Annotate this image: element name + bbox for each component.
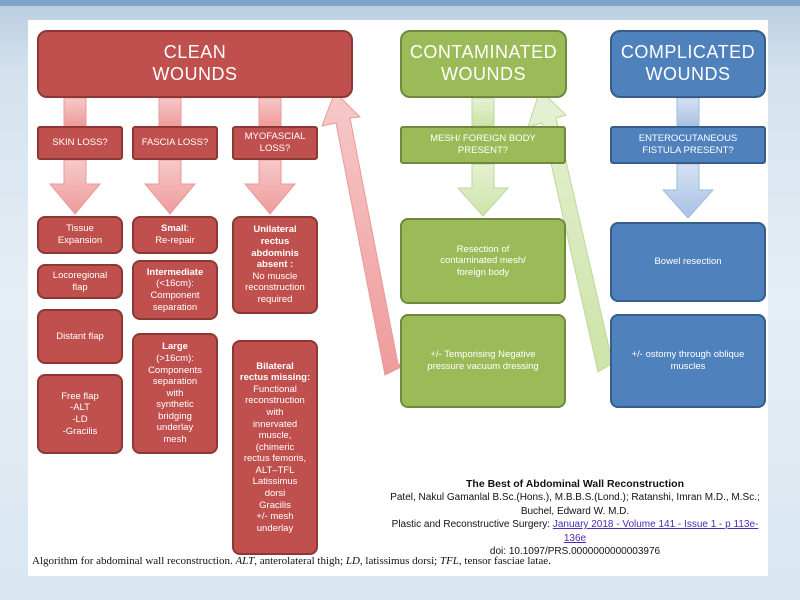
top-strip — [0, 0, 800, 6]
arrow-clean-to-myofascial-loss — [258, 97, 282, 127]
caption-tfl: TFL — [439, 555, 459, 567]
small-detail: : Re-repair — [155, 223, 195, 246]
arrow-clean-to-skin-loss — [63, 97, 87, 127]
large-detail: (>16cm): Components separation with synt… — [148, 352, 202, 446]
fascia-loss-question: FASCIA LOSS? — [132, 126, 218, 160]
arrow-complicated-to-fistula — [676, 97, 700, 127]
large-label: Large — [162, 341, 188, 353]
arrow-fistula-down — [661, 163, 715, 219]
citation-title: The Best of Abdominal Wall Reconstructio… — [466, 478, 684, 490]
temporising-npwt-option: +/- Temporising Negative pressure vacuum… — [400, 314, 566, 408]
caption-lead: Algorithm for abdominal wall reconstruct… — [32, 555, 236, 567]
caption-tfl-def: , tensor fasciae latae. — [458, 555, 551, 567]
arrow-mesh-down — [456, 163, 510, 217]
caption-ld-def: , latissimus dorsi; — [359, 555, 440, 567]
large-fascia-option: Large(>16cm): Components separation with… — [132, 333, 218, 454]
figure-caption: Algorithm for abdominal wall reconstruct… — [32, 555, 551, 567]
bowel-resection-option: Bowel resection — [610, 222, 766, 302]
caption-ld: LD — [345, 555, 360, 567]
clean-wounds-header: CLEAN WOUNDS — [37, 30, 353, 98]
intermediate-fascia-option: Intermediate(<16cm): Component separatio… — [132, 260, 218, 320]
caption-alt: ALT — [235, 555, 255, 567]
complicated-wounds-header: COMPLICATED WOUNDS — [610, 30, 766, 98]
caption-alt-def: , anterolateral thigh; — [254, 555, 346, 567]
small-label: Small — [160, 223, 187, 235]
myofascial-loss-question: MYOFASCIAL LOSS? — [232, 126, 318, 160]
intermediate-detail: (<16cm): Component separation — [150, 278, 200, 313]
contaminated-wounds-header: CONTAMINATED WOUNDS — [400, 30, 567, 98]
arrow-contaminated-to-mesh — [471, 97, 495, 127]
citation-journal: Plastic and Reconstructive Surgery: — [391, 519, 553, 531]
citation-authors: Patel, Nakul Gamanlal B.Sc.(Hons.), M.B.… — [390, 492, 760, 517]
tissue-expansion-option: Tissue Expansion — [37, 216, 123, 254]
small-fascia-option: Small: Re-repair — [132, 216, 218, 254]
free-flap-option: Free flap -ALT -LD -Gracilis — [37, 374, 123, 454]
arrow-clean-to-fascia-loss — [158, 97, 182, 127]
skin-loss-question: SKIN LOSS? — [37, 126, 123, 160]
arrow-myofascial-loss-down — [243, 159, 297, 215]
intermediate-label: Intermediate — [146, 266, 204, 278]
citation-doi: doi: 10.1097/PRS.0000000000003976 — [489, 546, 661, 558]
unilateral-rectus-option: Unilateral rectus abdominis absent :No m… — [232, 216, 318, 314]
ostomy-option: +/- ostomy through oblique muscles — [610, 314, 766, 408]
arrow-skin-loss-down — [48, 159, 102, 215]
citation-journal-line: Plastic and Reconstructive Surgery: Janu… — [385, 518, 765, 545]
bilateral-label: Bilateral rectus missing: — [239, 360, 311, 384]
bilateral-rectus-option: Bilateral rectus missing:Functional reco… — [232, 340, 318, 555]
unilateral-label: Unilateral rectus abdominis absent : — [251, 224, 299, 271]
arrow-contaminated-to-clean — [321, 91, 407, 376]
unilateral-detail: No muscle reconstruction required — [245, 270, 305, 305]
mesh-foreign-body-question: MESH/ FOREIGN BODY PRESENT? — [400, 126, 566, 164]
locoregional-flap-option: Locoregional flap — [37, 264, 123, 299]
distant-flap-option: Distant flap — [37, 309, 123, 364]
citation-block: The Best of Abdominal Wall Reconstructio… — [385, 477, 765, 559]
bilateral-detail: Functional reconstruction with innervate… — [243, 383, 307, 534]
arrow-fascia-loss-down — [143, 159, 197, 215]
enterocutaneous-fistula-question: ENTEROCUTANEOUS FISTULA PRESENT? — [610, 126, 766, 164]
resection-option: Resection of contaminated mesh/ foreign … — [400, 218, 566, 304]
citation-link[interactable]: January 2018 - Volume 141 - Issue 1 - p … — [552, 519, 759, 544]
